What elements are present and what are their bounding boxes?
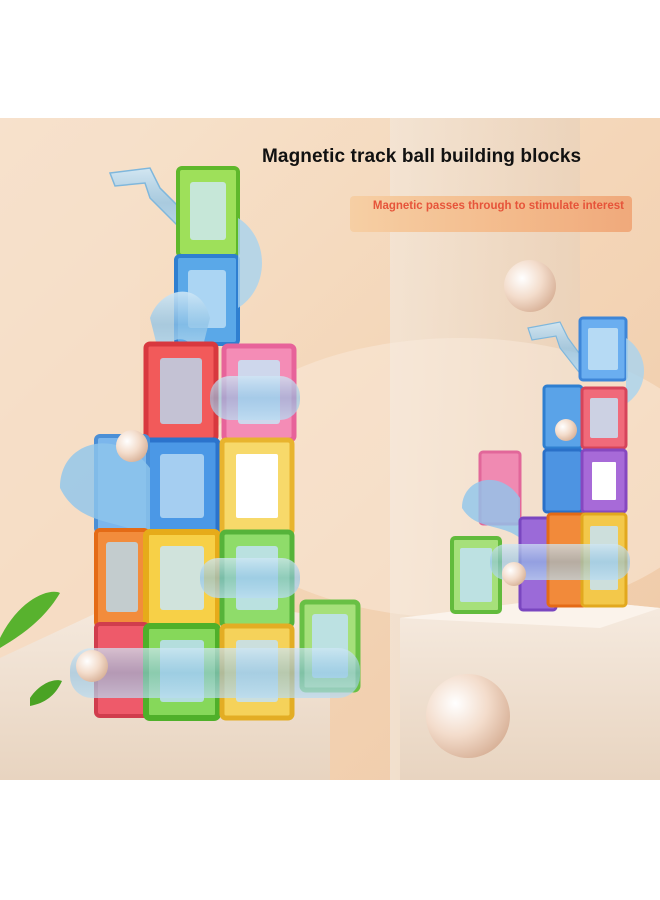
headline: Magnetic track ball building blocks: [262, 146, 582, 167]
tagline-badge: Magnetic passes through to stimulate int…: [350, 196, 632, 232]
tagline-text: Magnetic passes through to stimulate int…: [372, 200, 624, 212]
